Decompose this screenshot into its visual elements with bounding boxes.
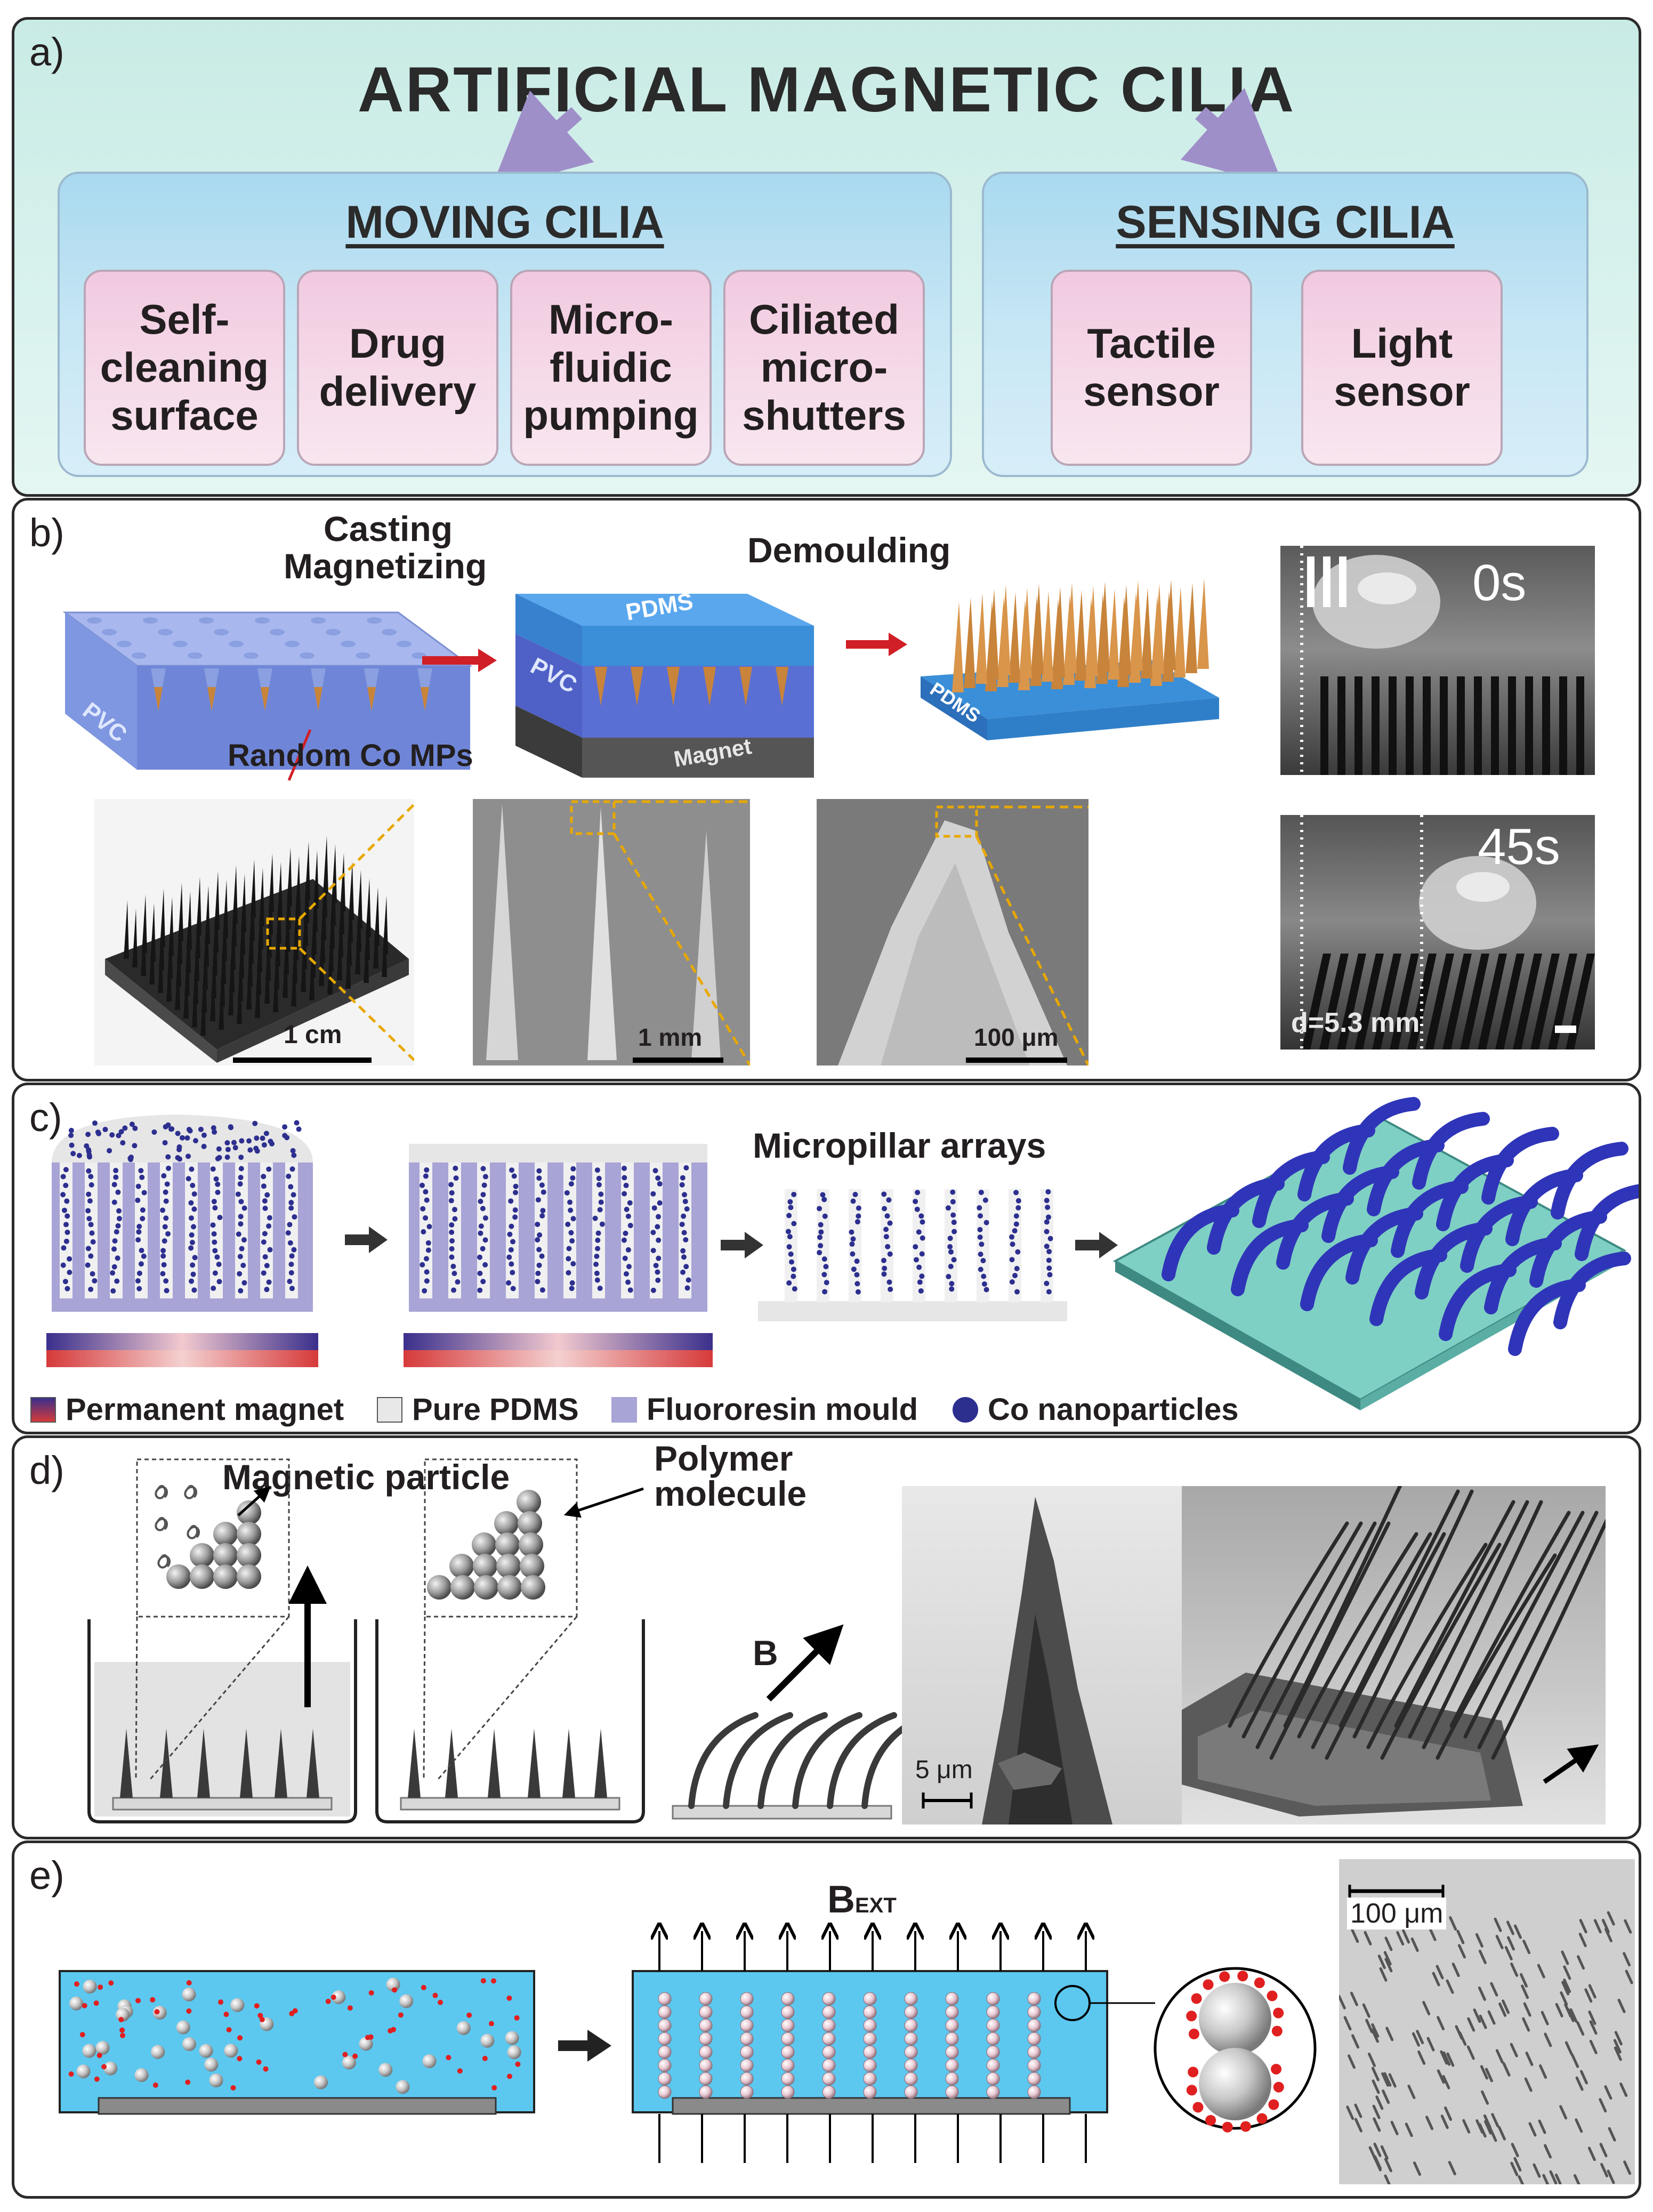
moving-cilia-title: MOVING CILIA [345,197,664,248]
sensing-cilia-group: SENSING CILIA Tactile sensor Light senso… [982,172,1589,477]
legend-permanent-magnet: Permanent magnet [30,1392,344,1427]
c-arrow-1 [345,1226,388,1253]
sem-coated-tip: 5 μm [902,1486,1182,1825]
zoom-particle-pair [1154,1967,1317,2133]
panel-e: e) BEXT [12,1840,1641,2199]
panel-c-label: c) [29,1095,62,1140]
panel-c: c) Micropillar arrays [12,1083,1641,1434]
micropillar-array [758,1189,1067,1321]
swatch-co-nanoparticles [953,1396,978,1423]
field-b-label: B [753,1633,778,1673]
sensing-cilia-title: SENSING CILIA [1116,197,1455,248]
legend-fluororesin-text: Fluororesin mould [647,1392,918,1427]
sem-cilia: 1 mm [473,799,750,1065]
mould-with-solution [52,1115,313,1312]
curved-cilia-on-substrate [1112,1097,1639,1410]
mould-with-pdms [409,1144,707,1312]
legend-permanent-magnet-text: Permanent magnet [66,1392,344,1427]
swatch-pure-pdms [377,1396,402,1423]
swatch-permanent-magnet [30,1396,56,1423]
scale-1mm: 1 mm [638,1023,703,1051]
card-tactile-sensor: Tactile sensor [1051,270,1252,466]
permanent-magnet-1 [46,1333,318,1367]
panel-a: a) ARTIFICIAL MAGNETIC CILIA MOVING CILI… [12,17,1641,497]
card-microfluidic-pumping: Micro- fluidic pumping [510,270,712,466]
random-co-label: Random Co MPs [228,738,473,773]
card-drug-delivery: Drug delivery [297,270,498,466]
sem-bent-cilia-array [1182,1486,1606,1825]
field-bext-sub: EXT [855,1894,897,1917]
beaker-2 [375,1458,645,1823]
legend-co-nanoparticles-text: Co nanoparticles [988,1392,1239,1427]
scale-1cm: 1 cm [284,1021,342,1049]
casting-label: Casting [324,509,453,548]
card-light-sensor: Light sensor [1301,270,1503,466]
time-0s: 0s [1472,554,1527,611]
swatch-fluororesin [611,1396,637,1423]
micrograph-aligned-chains: 100 μm [1339,1859,1635,2184]
beaker-1 [87,1458,357,1823]
card-ciliated-microshutters: Ciliated micro- shutters [723,270,925,466]
scale-5um: 5 μm [915,1756,973,1784]
field-alignment-scheme [59,1843,1317,2163]
moving-cilia-group: MOVING CILIA Self- cleaning surface Drug… [58,172,952,477]
e-arrow [558,2030,611,2062]
card-self-cleaning: Self- cleaning surface [84,270,285,466]
panel-b: b) Casting Magnetizing Demoulding PVC PD [12,498,1641,1081]
scale-100um-e: 100 μm [1347,1898,1447,1930]
pdms-cone-array: PDMS [921,578,1219,740]
permanent-magnet-2 [404,1333,713,1367]
fabrication-scheme: PVC PDMS PVC Magnet PDMS [62,578,1219,781]
field-bext-main: B [827,1878,855,1921]
panel-a-label: a) [29,30,64,74]
polymer-molecule-label: Polymer molecule [654,1439,807,1513]
magnetizing-label: Magnetizing [284,546,487,586]
droplet-frame-0s: 0s [1280,546,1595,775]
micropillar-process [46,1097,1639,1410]
dip-coating-scheme [87,1458,932,1823]
random-particle-box [59,1970,535,2115]
bent-cilia [672,1624,932,1820]
scale-100um: 100 μm [974,1023,1059,1051]
droplet-frame-45s: 45s d=5.3 mm [1280,815,1595,1050]
legend-pure-pdms-text: Pure PDMS [412,1392,579,1427]
micropillar-label: Micropillar arrays [753,1126,1046,1165]
panel-b-label: b) [29,511,64,555]
c-arrow-3 [1075,1232,1118,1258]
distance-label: d=5.3 mm [1291,1007,1420,1038]
demoulding-label: Demoulding [747,530,951,570]
pvc-mould: PVC [62,611,473,781]
c-arrow-2 [721,1232,763,1258]
photo-cilia-array: 1 cm [94,799,414,1065]
field-bext-label: BEXT [827,1878,897,1922]
arrows-to-groups [490,87,1285,191]
legend-fluororesin: Fluororesin mould [611,1392,918,1427]
sem-cilia-tip: 100 μm [817,799,1088,1065]
pdms-pvc-magnet-stack: PDMS PVC Magnet [515,588,814,778]
panel-d-label: d) [29,1448,64,1492]
panel-d: d) Magnetic particle Polymer molecule [12,1435,1641,1839]
time-45s: 45s [1478,818,1560,875]
arrow-to-moving [490,90,594,191]
aligned-chain-box [632,1931,1155,2163]
legend-pure-pdms: Pure PDMS [377,1392,579,1427]
legend-co-nanoparticles: Co nanoparticles [953,1392,1239,1427]
panel-e-label: e) [29,1853,64,1898]
arrow-to-sensing [1180,87,1285,188]
